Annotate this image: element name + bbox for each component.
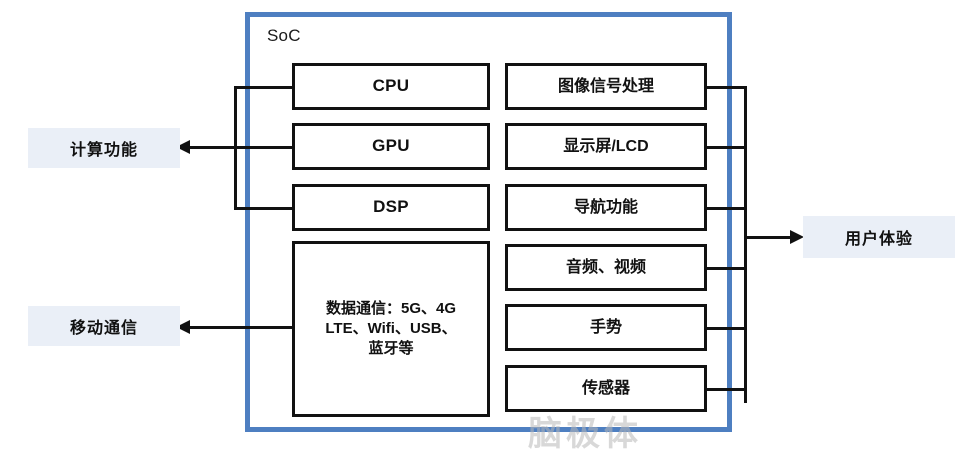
block-data-communication[interactable]: 数据通信：5G、4G LTE、Wifi、USB、 蓝牙等 bbox=[292, 241, 490, 417]
label-compute-function[interactable]: 计算功能 bbox=[28, 128, 180, 168]
feature-bus-stub-2 bbox=[705, 146, 747, 149]
block-dsp[interactable]: DSP bbox=[292, 184, 490, 231]
compute-bus-stub-dsp bbox=[234, 207, 294, 210]
user-experience-arrowhead bbox=[790, 230, 804, 244]
soc-boundary bbox=[245, 12, 732, 432]
label-mobile-communication[interactable]: 移动通信 bbox=[28, 306, 180, 346]
compute-output-wire bbox=[188, 146, 248, 149]
block-audio-video[interactable]: 音频、视频 bbox=[505, 244, 707, 291]
mobile-comm-wire bbox=[188, 326, 294, 329]
feature-bus-spine bbox=[744, 86, 747, 403]
block-navigation[interactable]: 导航功能 bbox=[505, 184, 707, 231]
user-experience-wire bbox=[744, 236, 792, 239]
soc-label: SoC bbox=[267, 26, 301, 45]
block-sensor[interactable]: 传感器 bbox=[505, 365, 707, 412]
feature-bus-stub-4 bbox=[705, 267, 747, 270]
block-cpu[interactable]: CPU bbox=[292, 63, 490, 110]
data-communication-line-2: LTE、Wifi、USB、 bbox=[325, 319, 457, 337]
data-communication-line-3: 蓝牙等 bbox=[368, 340, 414, 358]
block-display-lcd[interactable]: 显示屏/LCD bbox=[505, 123, 707, 170]
label-user-experience[interactable]: 用户体验 bbox=[803, 216, 955, 258]
diagram-canvas: SoC CPU GPU DSP 数据通信：5G、4G LTE、Wifi、USB、… bbox=[28, 12, 955, 453]
block-gpu[interactable]: GPU bbox=[292, 123, 490, 170]
block-image-signal-processing[interactable]: 图像信号处理 bbox=[505, 63, 707, 110]
data-communication-line-1: 数据通信：5G、4G bbox=[325, 299, 457, 317]
feature-bus-stub-1 bbox=[705, 86, 747, 89]
compute-bus-stub-cpu bbox=[234, 86, 294, 89]
compute-bus-stub-gpu bbox=[234, 146, 294, 149]
block-gesture[interactable]: 手势 bbox=[505, 304, 707, 351]
feature-bus-stub-5 bbox=[705, 327, 747, 330]
feature-bus-stub-3 bbox=[705, 207, 747, 210]
feature-bus-stub-6 bbox=[705, 388, 747, 391]
